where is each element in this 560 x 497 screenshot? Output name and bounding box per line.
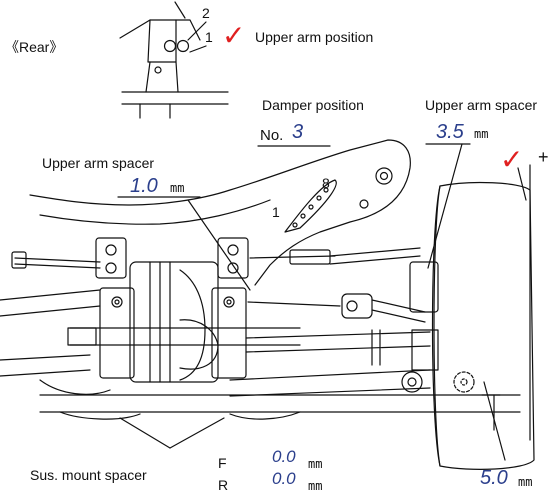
- damper-position-prefix: No.: [260, 127, 284, 144]
- camber-ref-line-1: [517, 167, 527, 201]
- upright: [371, 261, 439, 371]
- sus-mount-leader-left: [119, 417, 171, 449]
- right-upper-arm-spacer-value: 3.5: [436, 121, 464, 143]
- left-spacer-leader: [187, 199, 251, 291]
- camber-plus-sign: +: [538, 147, 549, 167]
- sus-mount-rear-label: R: [218, 477, 229, 493]
- view-label: 《Rear》: [5, 39, 64, 55]
- hole-1-label: 1: [205, 29, 213, 45]
- right-suspension: [229, 247, 506, 461]
- bottom-plate: [39, 394, 521, 420]
- right-spacer-leader: [427, 143, 463, 269]
- left-upper-arm-spacer-title: Upper arm spacer: [42, 155, 155, 171]
- left-upper-arm-spacer-unit: mm: [170, 181, 185, 195]
- gearbox-center: [67, 237, 301, 383]
- shock-tower: [29, 139, 411, 286]
- damper-position-title: Damper position: [262, 97, 364, 113]
- damper-hole-low-label: 1: [272, 204, 280, 220]
- left-upper-arm-spacer-value: 1.0: [130, 175, 158, 197]
- upper-arm-position-check-icon: ✓: [222, 19, 246, 52]
- upper-arm-position-title: Upper arm position: [255, 29, 374, 45]
- sus-mount-rear-value: 0.0: [272, 469, 296, 488]
- lower-spacer-value: 5.0: [480, 467, 508, 489]
- lower-spacer-unit: mm: [518, 475, 533, 489]
- damper-hole-high-label: 8: [322, 175, 330, 191]
- sus-mount-rear-unit: mm: [308, 479, 323, 493]
- damper-position-value: 3: [292, 121, 304, 143]
- sus-mount-front-label: F: [218, 455, 227, 471]
- right-upper-arm-spacer-title: Upper arm spacer: [425, 97, 538, 113]
- sus-mount-spacer-title: Sus. mount spacer: [30, 467, 147, 483]
- left-suspension: [0, 251, 111, 395]
- sus-mount-leader-right: [169, 417, 225, 449]
- sus-mount-front-unit: mm: [308, 457, 323, 471]
- right-upper-arm-spacer-unit: mm: [474, 127, 489, 141]
- hole-2-label: 2: [202, 5, 210, 21]
- upper-arm-mount-inset: [119, 1, 229, 119]
- tire: [431, 181, 535, 470]
- sus-mount-front-value: 0.0: [272, 447, 296, 466]
- right-spacer-check-icon: ✓: [500, 143, 524, 176]
